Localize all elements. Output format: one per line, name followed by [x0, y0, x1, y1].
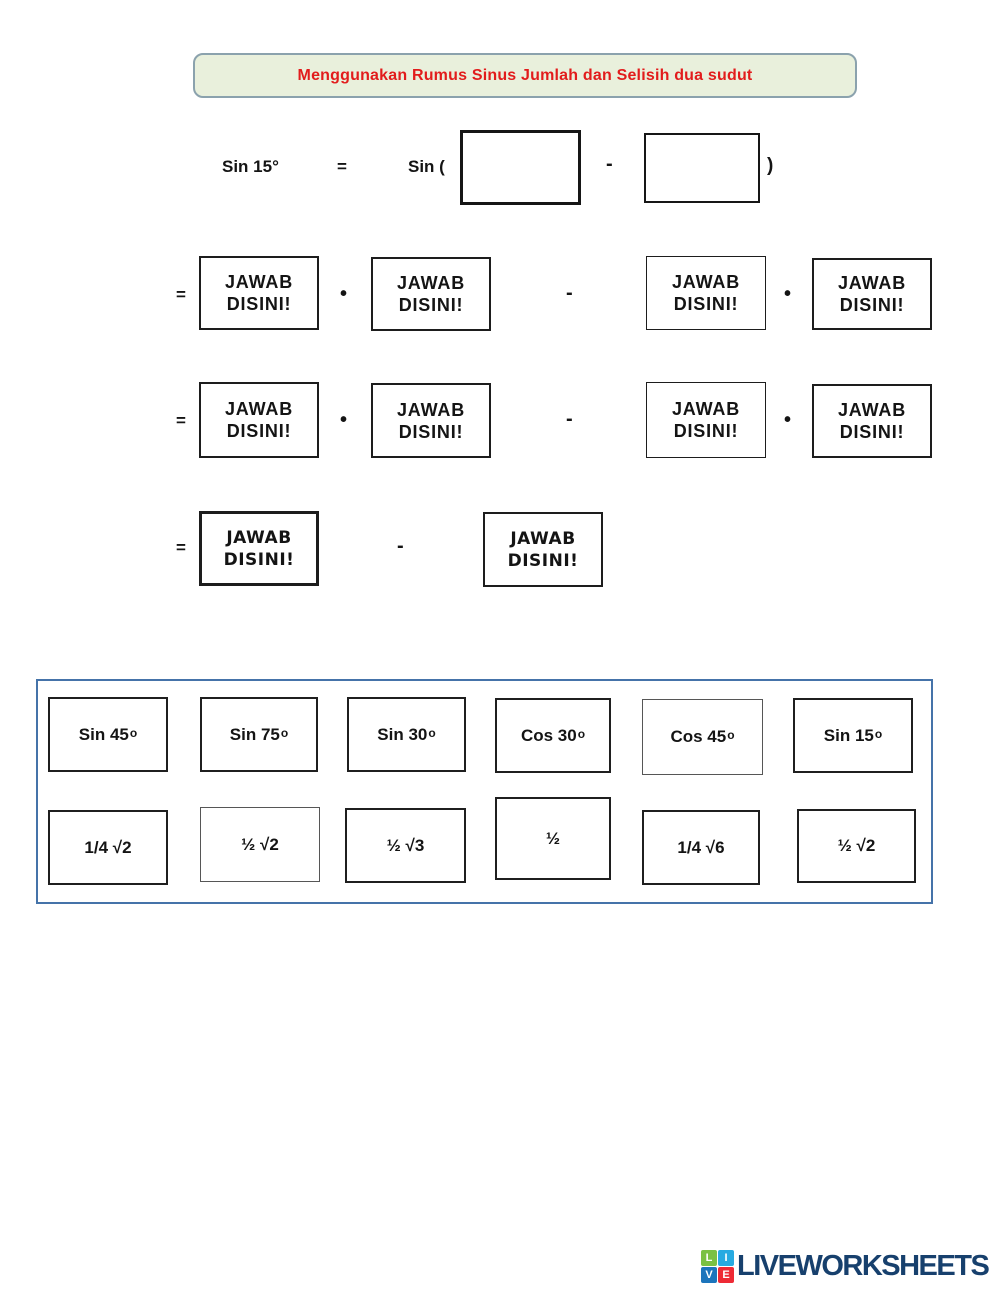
answer-box[interactable]: JAWAB DISINI! — [483, 512, 603, 587]
sin-open-label: Sin ( — [408, 157, 445, 176]
multiply-dot: • — [784, 409, 792, 431]
answer-line-1: JAWAB — [224, 272, 293, 292]
minus-sign: - — [566, 282, 573, 304]
degree-sup: o — [428, 725, 436, 740]
page-title: Menggunakan Rumus Sinus Jumlah dan Selis… — [297, 66, 753, 84]
tile-quarter-root6[interactable]: 1/4 √6 — [642, 810, 760, 885]
tile-label: 1/4 √6 — [677, 837, 725, 857]
multiply-dot: • — [340, 409, 348, 431]
multiply-dot: • — [340, 283, 348, 305]
answer-box[interactable]: JAWAB DISINI! — [199, 382, 319, 458]
answer-line-2: DISINI! — [839, 422, 905, 442]
tile-label: Sin 45 — [78, 724, 129, 744]
logo-letter-v: V — [701, 1267, 717, 1283]
answer-box[interactable]: JAWAB DISINI! — [199, 256, 319, 330]
answer-box[interactable]: JAWAB DISINI! — [199, 511, 319, 586]
answer-line-2: DISINI! — [673, 294, 739, 314]
multiply-dot: • — [784, 283, 792, 305]
liveworksheets-grid-icon: L I V E — [701, 1250, 734, 1283]
tile-label: Cos 30 — [520, 725, 577, 745]
minus-sign: - — [566, 408, 573, 430]
equals-sign: = — [176, 285, 186, 304]
answer-box[interactable]: JAWAB DISINI! — [646, 256, 766, 330]
logo-letter-l: L — [701, 1250, 717, 1266]
close-paren-label: ) — [767, 155, 774, 176]
answer-line-1: JAWAB — [224, 399, 293, 419]
tile-label: 1/4 √2 — [84, 837, 132, 857]
answer-line-1: JAWAB — [226, 527, 292, 548]
logo-letter-i: I — [718, 1250, 734, 1266]
answer-box[interactable]: JAWAB DISINI! — [812, 258, 932, 330]
answer-line-1: JAWAB — [837, 273, 906, 293]
tile-half-root3[interactable]: ½ √3 — [345, 808, 466, 883]
sin15-label: Sin 15° — [222, 157, 279, 176]
answer-line-2: DISINI! — [398, 295, 464, 315]
degree-sup: o — [129, 725, 138, 740]
answer-line-2: DISINI! — [226, 294, 292, 314]
answer-line-2: DISINI! — [839, 295, 905, 315]
answer-line-1: JAWAB — [396, 399, 465, 420]
angle-drop-box-2[interactable] — [644, 133, 760, 203]
title-banner: Menggunakan Rumus Sinus Jumlah dan Selis… — [193, 53, 857, 98]
degree-sup: o — [874, 726, 883, 741]
tile-half-root2[interactable]: ½ √2 — [200, 807, 320, 882]
answer-line-2: DISINI! — [223, 549, 295, 570]
tile-label: ½ √3 — [386, 835, 425, 855]
tile-label: Sin 75 — [229, 724, 280, 744]
logo-letter-e: E — [718, 1267, 734, 1283]
answer-line-1: JAWAB — [396, 273, 465, 293]
answer-box[interactable]: JAWAB DISINI! — [371, 383, 491, 458]
degree-sup: o — [577, 726, 586, 741]
answer-box[interactable]: JAWAB DISINI! — [371, 257, 491, 331]
degree-sup: o — [727, 728, 735, 742]
answer-box[interactable]: JAWAB DISINI! — [646, 382, 766, 458]
answer-line-2: DISINI! — [398, 421, 464, 442]
tile-half-root2-b[interactable]: ½ √2 — [797, 809, 916, 883]
tile-label: Sin 15 — [823, 725, 874, 745]
minus-sign: - — [606, 153, 613, 175]
answer-line-1: JAWAB — [837, 400, 906, 420]
tile-label: ½ √2 — [837, 836, 876, 855]
minus-sign: - — [397, 535, 404, 557]
answer-line-1: JAWAB — [671, 399, 740, 419]
angle-drop-box-1[interactable] — [460, 130, 581, 205]
answer-line-2: DISINI! — [507, 550, 579, 571]
answer-line-2: DISINI! — [226, 421, 292, 441]
degree-sup: o — [280, 725, 289, 740]
equals-sign: = — [176, 538, 186, 557]
answer-line-2: DISINI! — [673, 421, 739, 441]
tile-label: Cos 45 — [670, 727, 727, 746]
tile-label: ½ √2 — [241, 834, 279, 854]
tile-label: Sin 30 — [377, 724, 428, 744]
answer-line-1: JAWAB — [510, 528, 576, 549]
tile-half[interactable]: ½ — [495, 797, 611, 880]
answer-line-1: JAWAB — [671, 272, 740, 292]
word-bank-panel — [36, 679, 933, 904]
tile-quarter-root2[interactable]: 1/4 √2 — [48, 810, 168, 885]
tile-label: ½ — [545, 828, 561, 848]
liveworksheets-logo: L I V E LIVEWORKSHEETS — [701, 1250, 990, 1283]
answer-box[interactable]: JAWAB DISINI! — [812, 384, 932, 458]
brand-name: LIVEWORKSHEETS — [737, 1250, 990, 1282]
equals-sign: = — [176, 411, 186, 430]
equals-sign: = — [337, 157, 347, 176]
